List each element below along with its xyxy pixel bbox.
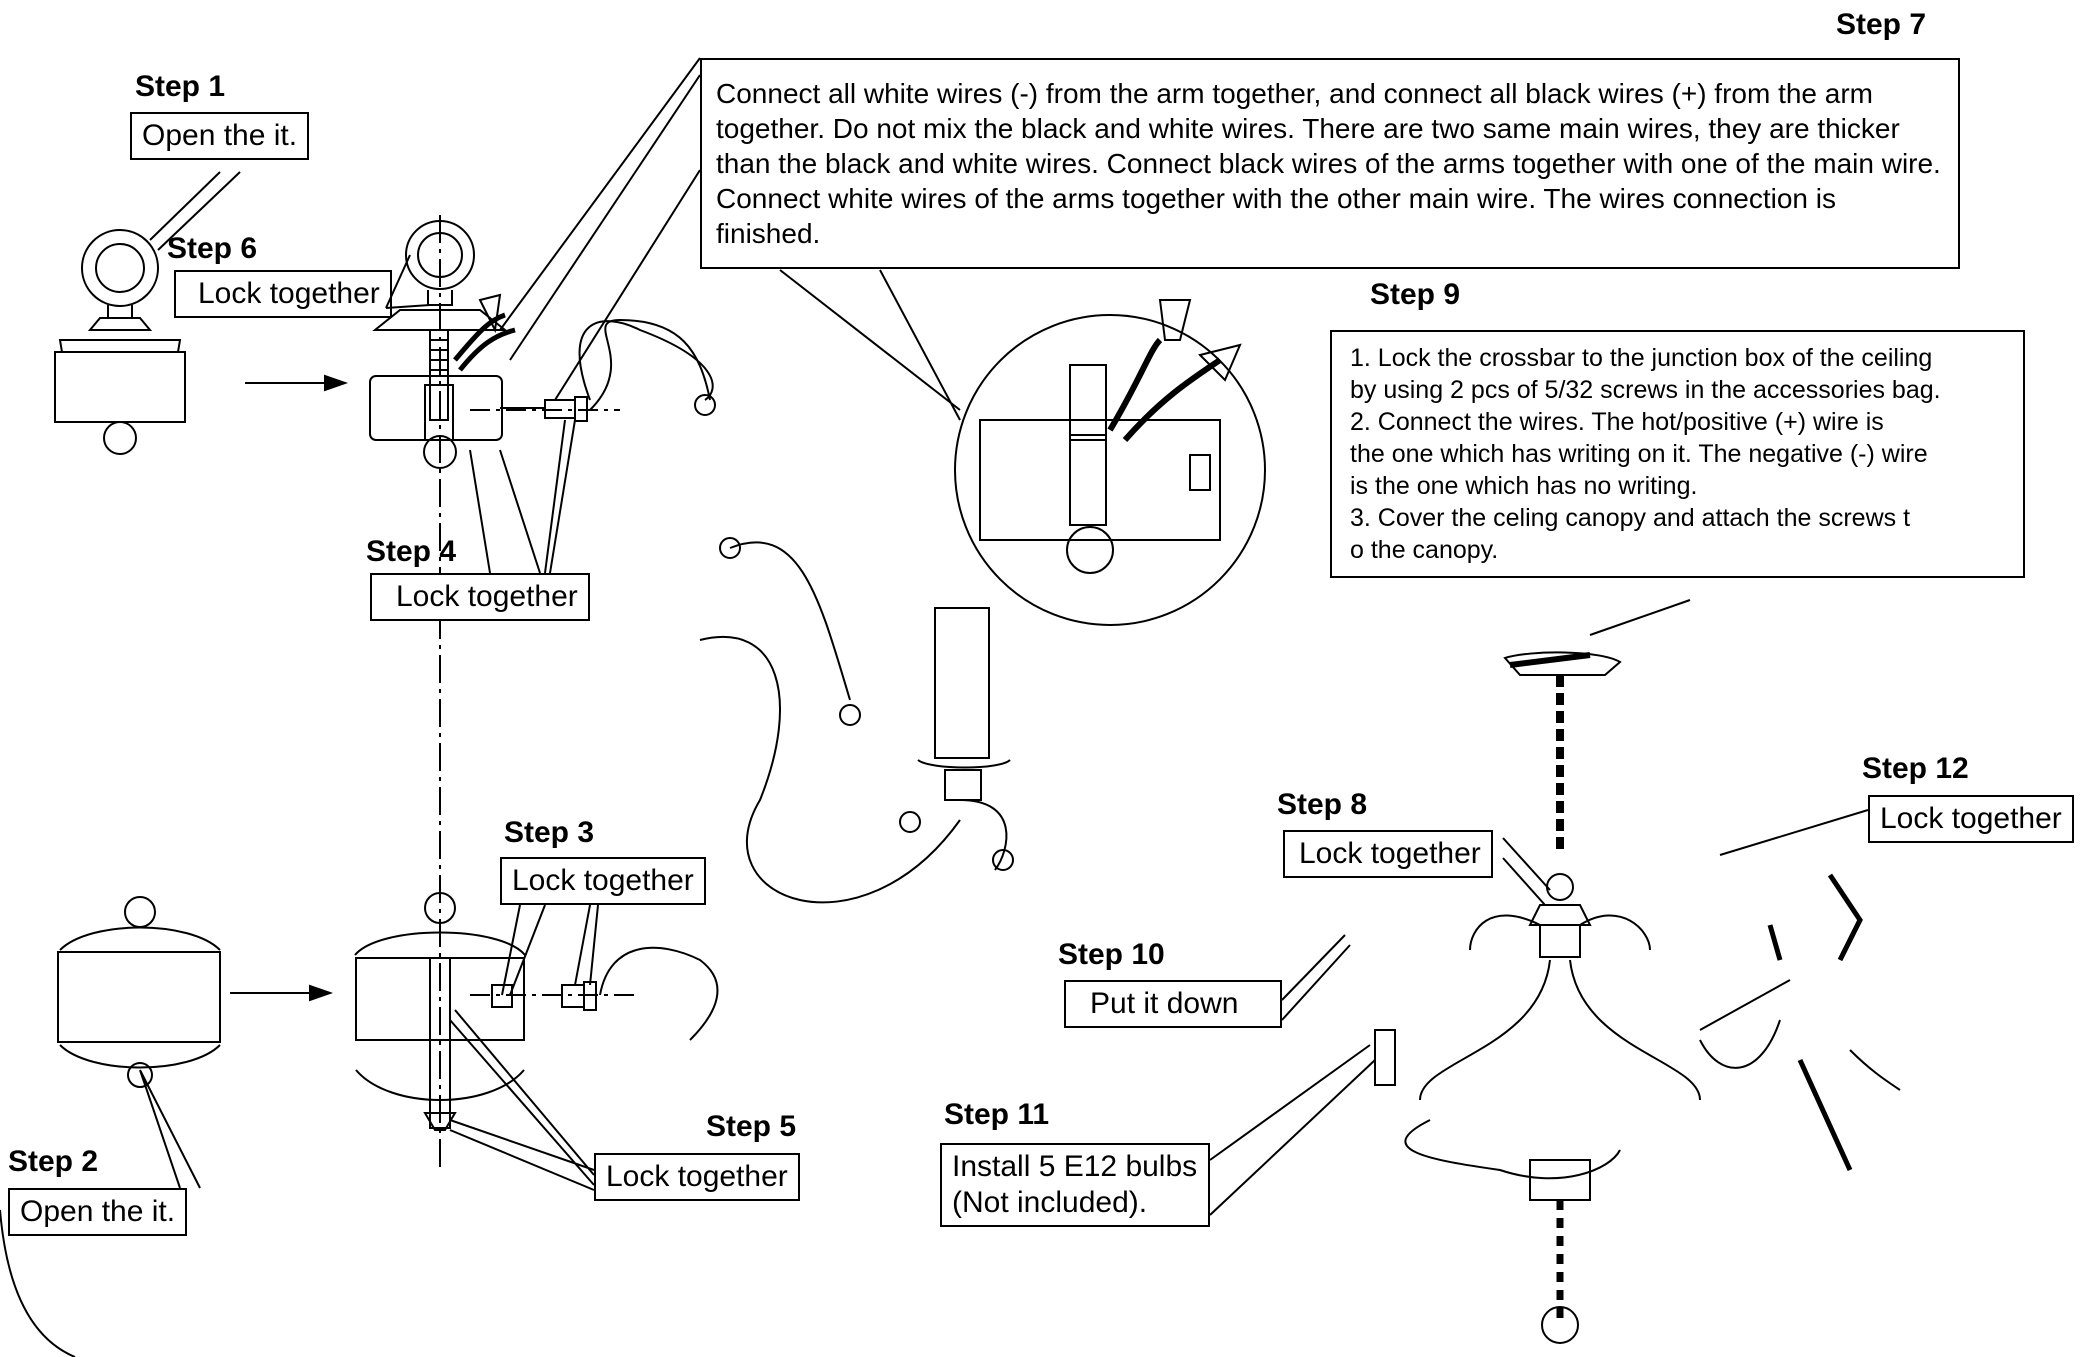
step-9-line-5: is the one which has no writing. [1350,472,1698,500]
step-3-label: Lock together [500,857,706,905]
step-2-label: Open the it. [8,1188,188,1236]
step-9-line-7: o the canopy. [1350,536,1499,564]
upper-arm [578,320,1014,904]
step-9-line-6: 3. Cover the celing canopy and attach th… [1350,504,1911,532]
canopy-assembly [369,220,711,469]
step-5-title: Step 5 [706,1110,797,1143]
step-12-label: Lock together [1868,795,2074,843]
step-5-label: Lock together [594,1153,800,1201]
wire-detail-circle [954,299,1266,626]
step-10-title: Step 10 [1058,938,1165,971]
step-3-title: Step 3 [504,816,595,849]
step-8-title: Step 8 [1277,788,1368,821]
step-11-title: Step 11 [944,1098,1050,1131]
step-12-title: Step 12 [1862,752,1969,785]
step-8-label: Lock together [1283,830,1493,878]
step-7-label: Connect all white wires (-) from the arm… [700,58,1960,269]
page-corner-arc [0,1209,76,1357]
step-9-line-1: 1. Lock the crossbar to the junction box… [1350,344,1933,372]
step-4-label: Lock together [370,573,590,621]
candle-cup [917,607,1011,871]
step-7-title: Step 7 [1836,8,1927,41]
step-2-title: Step 2 [8,1145,99,1178]
step-1-title: Step 1 [135,70,226,103]
step-9-line-3: 2. Connect the wires. The hot/positive (… [1350,408,1884,436]
step-9-line-4: the one which has writing on it. The neg… [1350,440,1928,468]
step-10-label: Put it down [1064,980,1282,1028]
step-11-line-2: (Not included). [952,1186,1148,1219]
step-9-line-2: by using 2 pcs of 5/32 screws in the acc… [1350,376,1941,404]
chandelier-drawing [1374,651,1901,1344]
bottom-cage-part [57,896,221,1088]
step-11-line-1: Install 5 E12 bulbs [952,1150,1198,1183]
step-11-label: Install 5 E12 bulbs (Not included). [940,1143,1210,1227]
step-9-label: 1. Lock the crossbar to the junction box… [1330,330,2025,578]
step-6-title: Step 6 [167,232,258,265]
step-4-title: Step 4 [366,535,457,568]
body-assembly [354,892,719,1131]
top-cap-part [54,229,186,455]
step-9-title: Step 9 [1370,278,1461,311]
step-6-label: Lock together [174,270,392,318]
step-1-label: Open the it. [130,112,310,160]
